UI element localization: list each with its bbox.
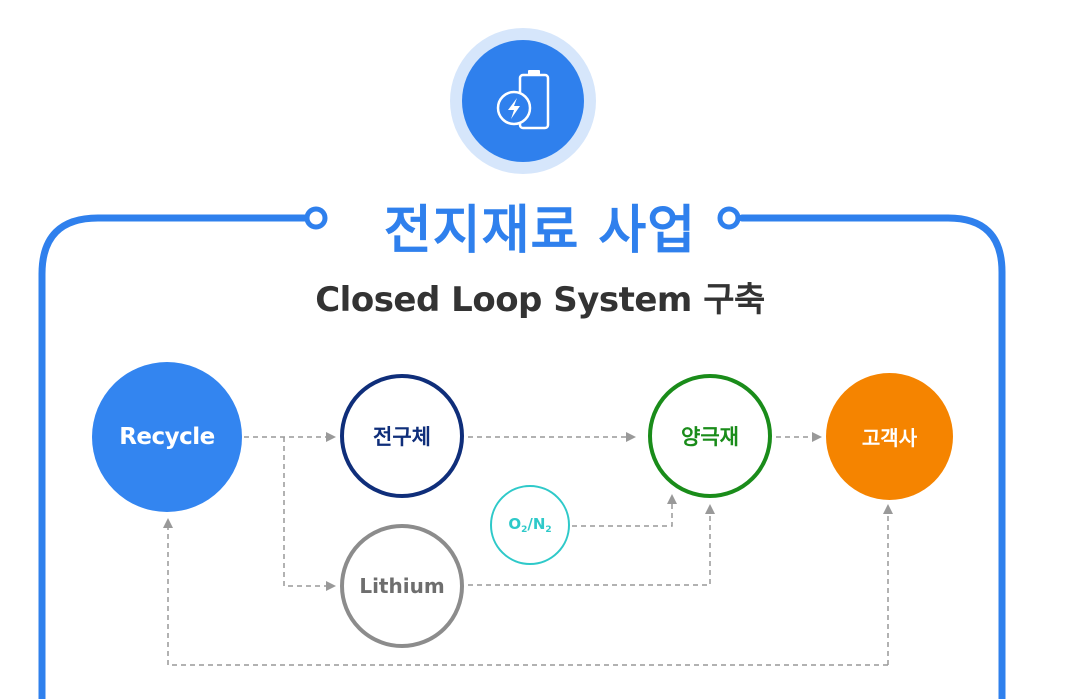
node-recycle: Recycle [92, 362, 242, 512]
gas-o: O [508, 515, 522, 533]
page-subtitle: Closed Loop System 구축 [315, 280, 765, 320]
frame-border [38, 214, 316, 699]
node-precursor: 전구체 [340, 374, 464, 498]
node-lithium: Lithium [340, 524, 464, 648]
node-gas: O2/N2 [490, 485, 570, 565]
gas-o-sub: 2 [521, 525, 528, 535]
node-precursor-label: 전구체 [373, 425, 431, 449]
node-customer-label: 고객사 [861, 426, 918, 450]
node-lithium-label: Lithium [359, 574, 445, 598]
frame-border-right [738, 214, 1006, 699]
node-customer: 고객사 [826, 373, 953, 500]
node-cathode-label: 양극재 [681, 425, 739, 449]
gas-slash: / [527, 515, 533, 533]
frame-dot-right [717, 206, 741, 230]
page-title: 전지재료 사업 [383, 201, 697, 261]
node-gas-label: O2/N2 [508, 515, 551, 535]
gas-n-sub: 2 [545, 525, 552, 535]
gas-n: N [532, 515, 546, 533]
arrow-recycle-lithium [283, 437, 336, 591]
loop-bottom-recycle [163, 518, 888, 666]
node-cathode: 양극재 [648, 374, 772, 498]
arrow-gas-cathode [572, 494, 677, 527]
battery-lightning-icon [450, 28, 596, 174]
node-recycle-label: Recycle [119, 424, 215, 450]
frame-dot-left [304, 206, 328, 230]
